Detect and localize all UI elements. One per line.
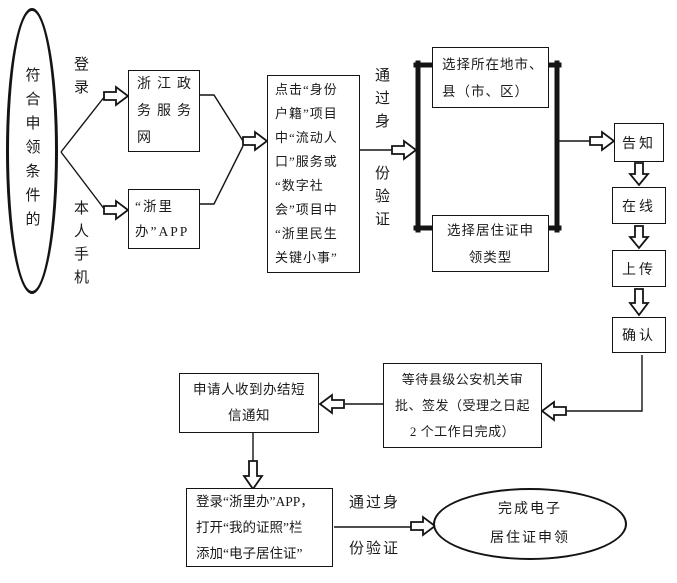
block-arrow-down-notify-online [628, 162, 650, 187]
step-notify-box: 告知 [614, 123, 664, 162]
block-arrow-right-to-portal [103, 85, 130, 107]
block-arrow-right-to-end [410, 515, 437, 537]
select-type-box: 选择居住证申 领类型 [432, 215, 549, 272]
login-label: 登录 [72, 56, 88, 102]
open-app-box: 登录“浙里办”APP， 打开“我的证照”栏 添加“电子居住证” [186, 488, 333, 567]
block-arrow-right-to-bracket [391, 139, 418, 161]
step-confirm-box: 确认 [612, 317, 666, 353]
portal-box: 浙江政 务服务 网 [128, 70, 200, 152]
identity-verify-label-top: 通过身 [373, 67, 389, 136]
identity-verify-label-bottom: 份验证 [373, 165, 389, 234]
start-ellipse: 符合申领条件的 [6, 8, 58, 294]
block-arrow-left-to-wait [540, 400, 567, 422]
click-step-box: 点击“身份 户籍”项目 中“流动人 口”服务或 “数字社 会”项目中 “浙里民生… [267, 75, 360, 273]
block-arrow-right-to-click [242, 130, 269, 152]
block-arrow-down-to-openapp [242, 460, 264, 491]
edge-start-to-portal [60, 95, 106, 153]
identity-verify2-label-bottom: 份验证 [349, 541, 401, 557]
app-box: “浙里 办”APP [128, 189, 200, 249]
end-ellipse: 完成电子 居住证申领 [433, 488, 627, 560]
block-arrow-left-to-sms [318, 393, 345, 415]
start-label: 符合申领条件的 [23, 67, 40, 235]
wait-approval-box: 等待县级公安机关审 批、签发（受理之日起 2 个工作日完成） [383, 363, 542, 448]
block-arrow-right-to-app [103, 199, 130, 221]
block-arrow-down-upload-confirm [628, 288, 650, 317]
step-upload-box: 上传 [612, 250, 666, 287]
block-arrow-right-to-notify [589, 130, 616, 152]
edge-portal-to-click [200, 94, 244, 142]
edge-app-to-click [200, 145, 244, 205]
sms-notice-box: 申请人收到办结短 信通知 [179, 373, 319, 433]
identity-verify2-label-top: 通过身 [349, 495, 401, 511]
edge-start-to-app [60, 151, 106, 211]
step-online-box: 在线 [612, 187, 666, 224]
block-arrow-down-online-upload [628, 225, 650, 250]
edge-confirm-to-wait [567, 355, 643, 412]
select-city-box: 选择所在地市、 县（市、区） [432, 47, 549, 108]
own-phone-label: 本人手机 [72, 200, 88, 292]
